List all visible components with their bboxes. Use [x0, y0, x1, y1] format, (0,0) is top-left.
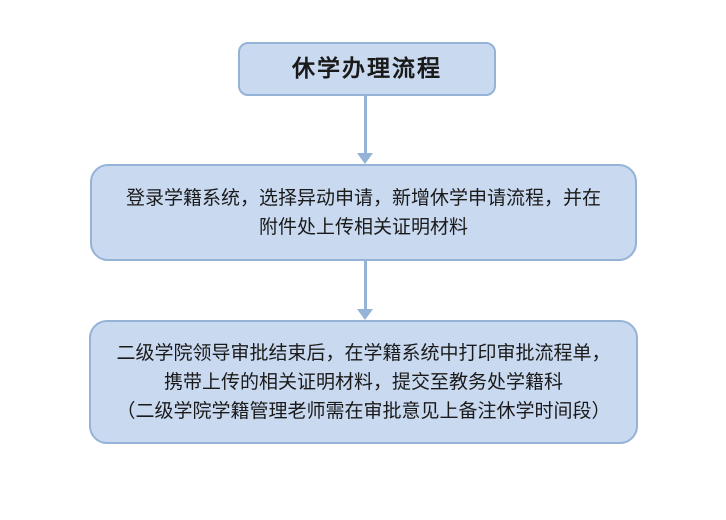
flow-node-step2-line1: 二级学院领导审批结束后，在学籍系统中打印审批流程单，	[116, 342, 611, 364]
flow-node-step2-line2: 携带上传的相关证明材料，提交至教务处学籍科	[163, 371, 563, 393]
arrow-shaft	[363, 261, 367, 309]
arrow-head-down-icon	[357, 309, 373, 320]
arrow-shaft	[363, 96, 367, 153]
flow-node-title: 休学办理流程	[238, 42, 496, 96]
flow-node-step1-line1: 登录学籍系统，选择异动申请，新增休学申请流程，并在	[125, 187, 601, 209]
flow-node-step2: 二级学院领导审批结束后，在学籍系统中打印审批流程单， 携带上传的相关证明材料，提…	[89, 320, 638, 444]
flow-node-step2-line3: （二级学院学籍管理老师需在审批意见上备注休学时间段）	[116, 400, 611, 422]
connector-arrow-1	[357, 96, 373, 164]
connector-arrow-2	[357, 261, 373, 320]
flow-node-step1: 登录学籍系统，选择异动申请，新增休学申请流程，并在 附件处上传相关证明材料	[90, 164, 637, 261]
flow-node-step1-line2: 附件处上传相关证明材料	[258, 216, 468, 238]
arrow-head-down-icon	[357, 153, 373, 164]
flow-node-title-text: 休学办理流程	[292, 56, 442, 81]
